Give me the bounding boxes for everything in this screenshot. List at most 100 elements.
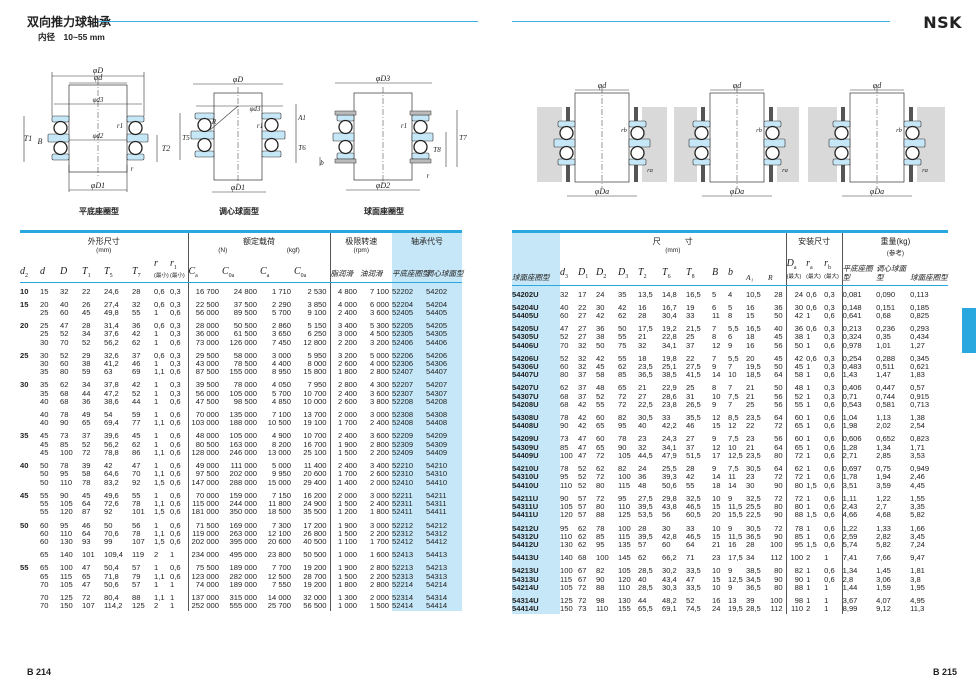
caption-aligning: 调心球面型 [219, 207, 259, 216]
column-header: C0a [222, 254, 260, 283]
table-cell: 45 [40, 439, 49, 449]
table-cell: 32 [578, 340, 587, 350]
table-cell: 1,1 [154, 469, 165, 479]
table-cell: 1 [154, 439, 159, 449]
table-cell: 36,5 [638, 370, 653, 380]
table-cell: 36 [768, 298, 787, 312]
table-cell: 50 [768, 379, 787, 393]
table-cell: 83,2 [104, 477, 119, 487]
symbol-subscript: a [810, 264, 813, 271]
table-cell: 9 [728, 340, 733, 350]
table-cell: 5,82 [876, 540, 891, 550]
table-cell: 0,6 [154, 350, 165, 360]
table-cell: 2 600 [369, 469, 389, 479]
table-cell: 73 [578, 604, 587, 614]
table-cell: 0,3 [170, 295, 189, 309]
table-cell: 21 [746, 383, 755, 393]
unit-label: (mm) [665, 247, 681, 254]
table-cell: 105 [560, 582, 573, 592]
table-cell: 4,07 [876, 595, 891, 605]
table-cell: 57 [578, 493, 587, 503]
table-cell: 62 [60, 380, 69, 390]
table-cell: 0,434 [910, 332, 930, 342]
table-cell: 90 [794, 574, 804, 584]
table-cell: 82 [618, 464, 627, 474]
table-cell: 3 200 [369, 337, 389, 347]
ball [559, 145, 574, 161]
table-cell: 52 [794, 391, 804, 401]
table-cell: 109,4 [104, 550, 124, 560]
table-cell: 39,5 [638, 502, 653, 512]
table-cell: 9 [728, 566, 733, 576]
bearing-code: 54411U [512, 511, 560, 520]
table-cell: 35,5 [686, 413, 701, 423]
table-cell: 112 [768, 549, 787, 563]
table-cell: 0,3 [824, 298, 843, 312]
table-cell: 54210 [426, 457, 462, 471]
table-cell: 71,8 [104, 571, 119, 581]
table-cell: 37 500 [233, 299, 257, 309]
ball [53, 120, 68, 136]
bearing-code: 54204U [512, 298, 560, 312]
table-cell: 7,5 [728, 391, 739, 401]
table-cell: 33 [662, 413, 671, 423]
column-symbol: T5 [104, 266, 113, 279]
table-cell: 7 450 [271, 337, 291, 347]
table-cell: 202 000 [229, 469, 257, 479]
table-cell: 4 000 [369, 358, 389, 368]
column-symbol: Da [787, 258, 797, 271]
table-cell: 42 [132, 380, 141, 390]
table-cell: 52 [686, 595, 695, 605]
table-cell: 125 [132, 601, 145, 611]
table-cell: 1,1 [154, 448, 165, 458]
table-cell: 2,82 [876, 531, 891, 541]
table-cell: 7 [728, 383, 733, 393]
table-cell: 8,5 [728, 413, 739, 423]
table-cell: 1,83 [910, 370, 925, 380]
table-cell: 36 [132, 320, 141, 330]
dimension-label: φd2 [93, 132, 104, 140]
table-cell: 37 [578, 391, 587, 401]
table-cell: 47 [578, 442, 587, 452]
table-cell: 47 500 [195, 396, 219, 406]
bearing-code: 54412U [512, 540, 560, 550]
table-cell: 114,2 [104, 601, 123, 611]
dimension-label: φD [233, 75, 243, 84]
table-cell: 90 [60, 490, 69, 500]
table-cell: 48,2 [662, 595, 677, 605]
section-tab[interactable] [962, 308, 976, 353]
dimension-label: r [131, 165, 134, 173]
table-cell: 7,5 [728, 464, 739, 474]
table-cell: 1 [154, 579, 159, 589]
table-cell: 30 [662, 523, 671, 533]
bearing-code: 54413U [512, 549, 560, 563]
dimension-label: T8 [433, 146, 441, 154]
table-cell: 110 [560, 531, 573, 541]
table-cell: 88 [596, 582, 605, 592]
table-cell: 57 [132, 563, 141, 573]
shaft-washer [763, 138, 786, 148]
table-cell: 54307 [426, 389, 462, 398]
table-cell: 3 400 [369, 461, 389, 471]
table-cell: 0,949 [910, 464, 930, 474]
table-cell [20, 398, 40, 406]
table-cell: 0,288 [876, 353, 896, 363]
table-cell: 50 [768, 362, 787, 372]
table-cell: 4 000 [337, 299, 357, 309]
group-label: 极限转速 [345, 237, 378, 246]
table-cell: 14 [712, 472, 721, 482]
table-cell: 4 850 [271, 396, 291, 406]
table-cell: 51,5 [686, 451, 701, 461]
page-title: 双向推力球轴承 [27, 15, 112, 29]
table-cell: 0,3 [824, 332, 843, 342]
table-cell: 62 [794, 464, 804, 474]
dimension-label: φDa [870, 187, 884, 196]
table-cell: 23 [746, 434, 755, 444]
table-cell: 0,6 [170, 440, 189, 450]
table-cell: 0,825 [910, 310, 930, 320]
unit-label: (kgf) [286, 247, 300, 254]
table-cell: 2 800 [369, 367, 389, 377]
